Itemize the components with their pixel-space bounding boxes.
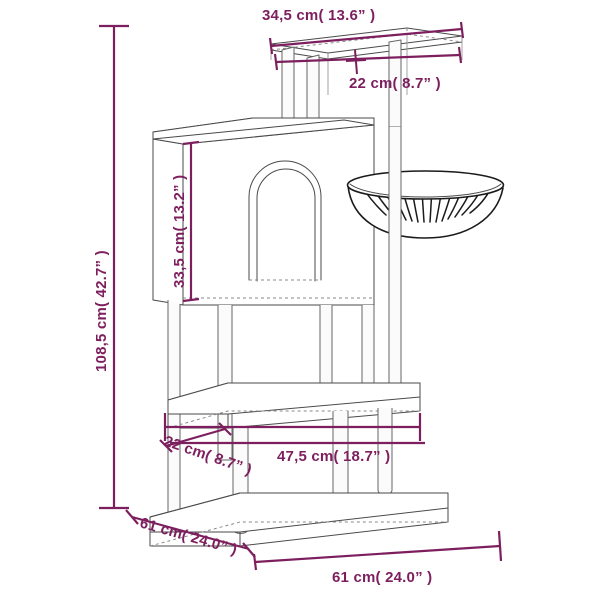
dim-label-total-height: 108,5 cm( 42.7” ) [93,250,110,372]
dim-top-platform-width: 34,5 cm( 13.6” ) [262,7,465,55]
dim-total-height: 108,5 cm( 42.7” ) [93,24,129,510]
dim-condo-height: 33,5 cm( 13.2” ) [171,140,200,303]
dim-base-width: 61 cm( 24.0” ) [252,530,503,586]
upper-posts [281,39,402,138]
dim-mid-shelf-width: 47,5 cm( 18.7” ) [163,413,425,465]
dim-label-top-platform-depth: 22 cm( 8.7” ) [349,75,441,92]
product-line-art [149,27,505,547]
dim-label-top-platform-width: 34,5 cm( 13.6” ) [262,7,375,24]
dim-label-condo-height: 33,5 cm( 13.2” ) [171,175,188,288]
dim-top-platform-depth: 22 cm( 8.7” ) [273,46,463,92]
hanging-bowl [346,170,505,239]
dim-label-mid-shelf-width: 47,5 cm( 18.7” ) [277,448,390,465]
middle-shelf [167,382,421,429]
base-board [149,492,449,547]
dimension-annotations: 34,5 cm( 13.6” ) 22 cm( 8.7” ) 33,5 cm( … [93,7,503,586]
cat-house [152,117,375,306]
dim-label-base-width: 61 cm( 24.0” ) [332,569,432,586]
